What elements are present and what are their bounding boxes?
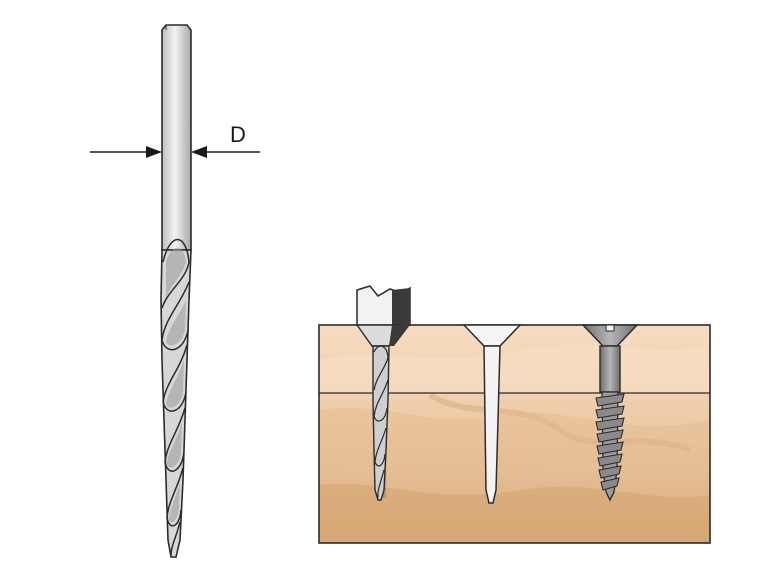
pilot-hole (483, 345, 501, 504)
diameter-label: D (230, 122, 246, 147)
countersink-drill-in-wood (355, 285, 411, 501)
drill-bit (160, 24, 192, 558)
countersunk-hole (462, 324, 522, 504)
diameter-dimension: D (90, 122, 260, 158)
drill-shank (161, 24, 192, 251)
countersink-drill-body (372, 345, 390, 501)
wood-screw (581, 324, 639, 502)
screw-shank (599, 345, 621, 393)
drill-spiral-flutes (161, 239, 190, 556)
